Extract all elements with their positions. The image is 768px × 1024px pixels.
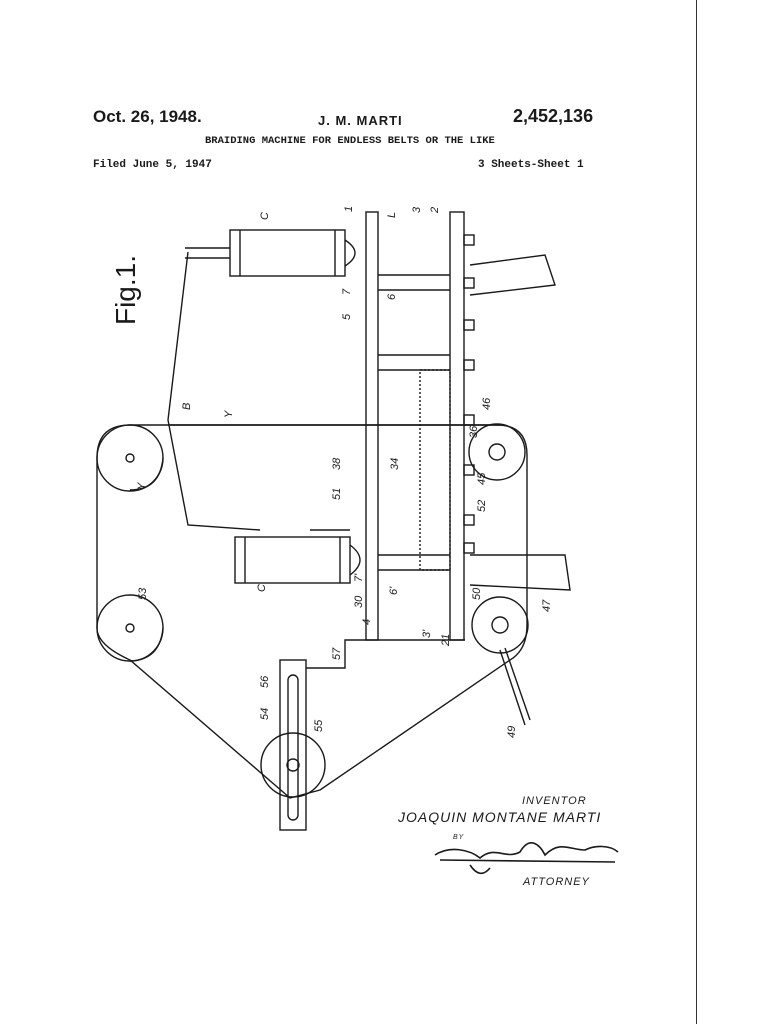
reference-numeral: 2 — [429, 207, 441, 214]
reference-numeral: 6' — [388, 586, 400, 595]
reference-numeral: 7 — [341, 288, 353, 295]
bolt-icon — [463, 414, 475, 426]
reference-numeral: 1 — [343, 206, 355, 212]
reference-numeral: 53 — [137, 587, 149, 600]
bolt-icon — [463, 359, 475, 371]
filed-date: Filed June 5, 1947 — [93, 159, 212, 171]
reference-numeral: 57 — [331, 647, 343, 660]
figure-label: Fig.1. — [110, 255, 141, 325]
bolt-icon — [463, 319, 475, 331]
reference-numeral: 45 — [476, 472, 488, 485]
reference-numeral: 6 — [386, 293, 398, 300]
reference-numeral: C — [256, 584, 268, 592]
bolt-icon — [463, 464, 475, 476]
page-edge — [696, 0, 697, 1024]
reference-numeral: 36 — [468, 425, 480, 438]
attorney-label: ATTORNEY — [523, 876, 590, 888]
patent-number: 2,452,136 — [513, 106, 594, 126]
by-label: BY — [453, 834, 465, 841]
inventor-name: JOAQUIN MONTANE MARTI — [398, 809, 602, 825]
reference-numeral: 4 — [361, 619, 373, 625]
patent-date: Oct. 26, 1948. — [93, 107, 202, 126]
reference-numeral: 51 — [331, 488, 343, 500]
bolt-icon — [463, 542, 475, 554]
reference-numeral: 34 — [389, 458, 401, 470]
reference-numeral: C — [259, 212, 271, 220]
inventor-label: INVENTOR — [522, 795, 587, 807]
reference-numeral: 3' — [421, 629, 433, 638]
reference-numeral: 3 — [411, 206, 423, 213]
reference-numeral: 54 — [259, 708, 271, 720]
reference-numeral: 55 — [313, 719, 325, 732]
bolt-icon — [463, 234, 475, 246]
sheet-count: 3 Sheets-Sheet 1 — [478, 159, 584, 171]
reference-numeral: L — [386, 212, 398, 218]
reference-numeral: 38 — [331, 457, 343, 470]
reference-numeral: 7' — [353, 573, 365, 582]
reference-numeral: Y — [223, 410, 235, 418]
bolt-icon — [463, 277, 475, 289]
inventor-header: J. M. MARTI — [318, 113, 403, 128]
reference-numeral: 46 — [481, 397, 493, 410]
reference-numeral: 49 — [506, 726, 518, 738]
patent-title: BRAIDING MACHINE FOR ENDLESS BELTS OR TH… — [205, 135, 495, 147]
reference-numeral: 56 — [259, 675, 271, 688]
reference-numeral: B — [181, 403, 193, 410]
reference-numeral: 30 — [353, 595, 365, 608]
reference-numeral: 52 — [476, 500, 488, 512]
bolt-icon — [463, 514, 475, 526]
reference-numeral: 5 — [341, 313, 353, 320]
reference-numeral: 50 — [471, 587, 483, 600]
reference-numeral: Y — [136, 482, 148, 490]
reference-numeral: 21 — [440, 634, 452, 647]
reference-numeral: 47 — [541, 599, 553, 612]
